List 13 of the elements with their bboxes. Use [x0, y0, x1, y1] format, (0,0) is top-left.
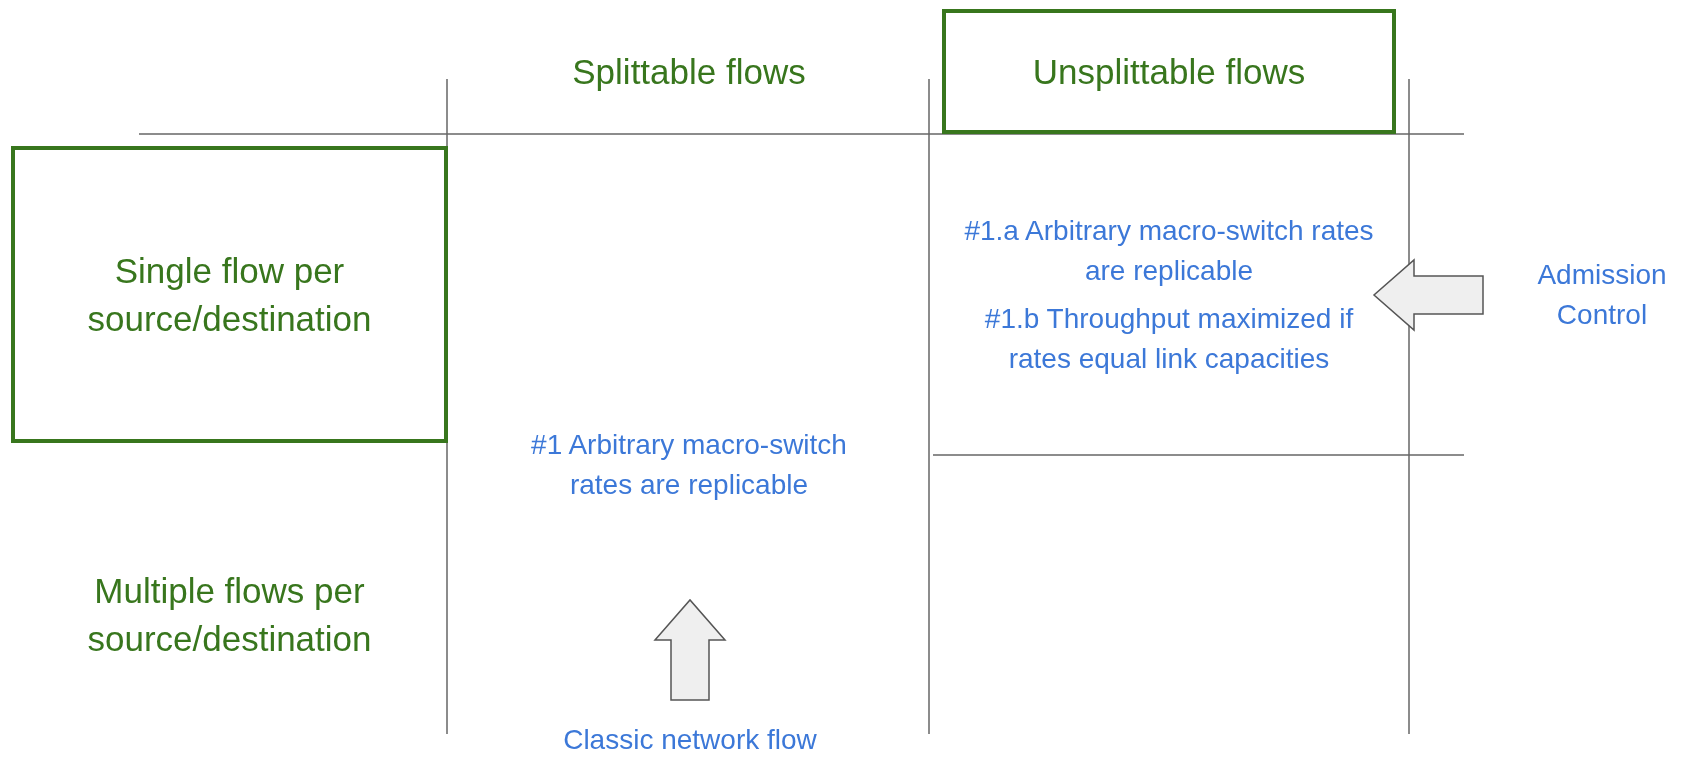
header-box	[942, 9, 1396, 134]
block-arrow	[1372, 258, 1484, 332]
cell-text: #1.b Throughput maximized if rates equal link capacities	[983, 302, 1355, 376]
cell-text: #1 Arbitrary macro-switch rates are replicable	[530, 428, 848, 502]
row-header: Single flow per source/destination	[86, 249, 373, 340]
column-header: Unsplittable flows	[1032, 50, 1306, 93]
annotation-text: Admission Control	[1536, 258, 1668, 332]
row-header: Multiple flows per source/destination	[86, 570, 373, 660]
header-box	[11, 146, 448, 443]
block-arrow	[653, 598, 727, 701]
column-header: Splittable flows	[572, 51, 806, 93]
cell-text: #1.a Arbitrary macro-switch rates are replicable	[964, 214, 1374, 288]
annotation-text: Classic network flow	[563, 723, 817, 757]
